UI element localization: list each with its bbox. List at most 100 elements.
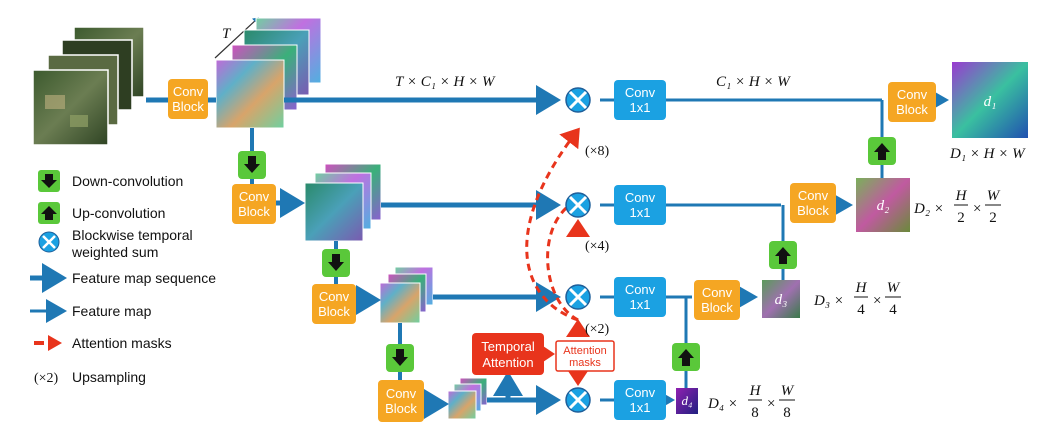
wsum-nodes (565, 87, 591, 413)
legend-up-label: Up-convolution (72, 205, 165, 221)
svg-text:H: H (749, 383, 762, 399)
feature-stack-2 (304, 163, 382, 242)
output-d1 (952, 62, 1028, 138)
down-conv-2 (322, 249, 350, 277)
t-axis-arrow (214, 17, 259, 59)
svg-text:W: W (781, 383, 795, 399)
d2-dim: D₂ × H 2 × W 2 (913, 188, 1001, 226)
svg-text:Conv: Conv (702, 285, 733, 300)
svg-text:H: H (855, 280, 868, 296)
svg-text:H: H (955, 188, 968, 204)
legend-down-icon (38, 170, 60, 192)
d4-dim: D₄ × H 8 × W 8 (707, 383, 795, 421)
svg-text:4: 4 (889, 302, 897, 318)
svg-text:W: W (987, 188, 1001, 204)
svg-text:2: 2 (989, 210, 997, 226)
svg-text:Block: Block (385, 401, 417, 416)
svg-text:Conv: Conv (625, 190, 656, 205)
legend-ups-symbol: (×2) (34, 371, 59, 386)
svg-text:Block: Block (172, 99, 204, 114)
svg-text:Block: Block (318, 304, 350, 319)
svg-text:Conv: Conv (798, 188, 829, 203)
svg-text:Temporal: Temporal (481, 339, 535, 354)
d1-label: d₁ (984, 94, 997, 110)
up-conv-4 (672, 343, 700, 371)
svg-text:Conv: Conv (625, 385, 656, 400)
up-conv-3 (769, 241, 797, 269)
down-conv-3 (386, 344, 414, 372)
wsum-node-4 (565, 387, 591, 413)
svg-text:Conv: Conv (173, 84, 204, 99)
d1-dim: D₁ × H × W (949, 146, 1026, 162)
svg-text:Conv: Conv (625, 282, 656, 297)
upsample-x2: (×2) (585, 322, 610, 337)
down-conv-1 (238, 151, 266, 179)
svg-text:Attention: Attention (563, 345, 606, 357)
feature-stack-1 (215, 17, 322, 129)
svg-text:1x1: 1x1 (630, 100, 651, 115)
svg-text:Block: Block (701, 300, 733, 315)
wsum-node-3 (565, 284, 591, 310)
wsum-node-2 (565, 192, 591, 218)
svg-text:2: 2 (957, 210, 965, 226)
svg-text:D₂ ×: D₂ × (913, 201, 944, 217)
svg-text:Conv: Conv (239, 189, 270, 204)
output-d2 (856, 178, 910, 232)
svg-text:×: × (767, 396, 775, 412)
feature-stack-4 (447, 377, 488, 420)
d3-dim: D₃ × H 4 × W 4 (813, 280, 901, 318)
input-image-stack (32, 26, 145, 146)
legend-attn-label: Attention masks (72, 335, 172, 351)
svg-text:1x1: 1x1 (630, 297, 651, 312)
svg-text:8: 8 (783, 405, 791, 421)
svg-text:W: W (887, 280, 901, 296)
svg-text:D₃ ×: D₃ × (813, 293, 844, 309)
svg-text:Attention: Attention (482, 355, 533, 370)
svg-text:D₄ ×: D₄ × (707, 396, 738, 412)
svg-text:Conv: Conv (625, 85, 656, 100)
d4-label: d₄ (681, 393, 693, 408)
feature-stack-3 (379, 266, 434, 324)
legend: Down-convolution Up-convolution Blockwis… (30, 170, 216, 386)
svg-text:4: 4 (857, 302, 865, 318)
svg-text:Block: Block (896, 102, 928, 117)
svg-text:Conv: Conv (319, 289, 350, 304)
svg-text:×: × (973, 201, 981, 217)
top-seq-dim: T × C₁ × H × W (395, 74, 496, 90)
svg-text:Conv: Conv (386, 386, 417, 401)
upsample-x8: (×8) (585, 144, 610, 159)
svg-text:Conv: Conv (897, 87, 928, 102)
output-d4 (676, 388, 698, 414)
legend-wsum-label-2: weighted sum (71, 244, 158, 260)
svg-text:masks: masks (569, 357, 601, 369)
legend-up-icon (38, 202, 60, 224)
svg-text:8: 8 (751, 405, 759, 421)
legend-wsum-label-1: Blockwise temporal (72, 227, 193, 243)
d2-label: d₂ (877, 198, 890, 214)
svg-text:Block: Block (797, 203, 829, 218)
wsum-node-1 (565, 87, 591, 113)
svg-text:1x1: 1x1 (630, 205, 651, 220)
legend-attn-icon (34, 335, 62, 351)
legend-down-label: Down-convolution (72, 173, 183, 189)
legend-seq-label: Feature map sequence (72, 270, 216, 286)
top-map-dim: C₁ × H × W (716, 74, 791, 90)
output-d3 (762, 280, 800, 318)
legend-ups-label: Upsampling (72, 369, 146, 385)
legend-map-label: Feature map (72, 303, 152, 319)
upsample-x4: (×4) (585, 239, 610, 254)
svg-text:×: × (873, 293, 881, 309)
